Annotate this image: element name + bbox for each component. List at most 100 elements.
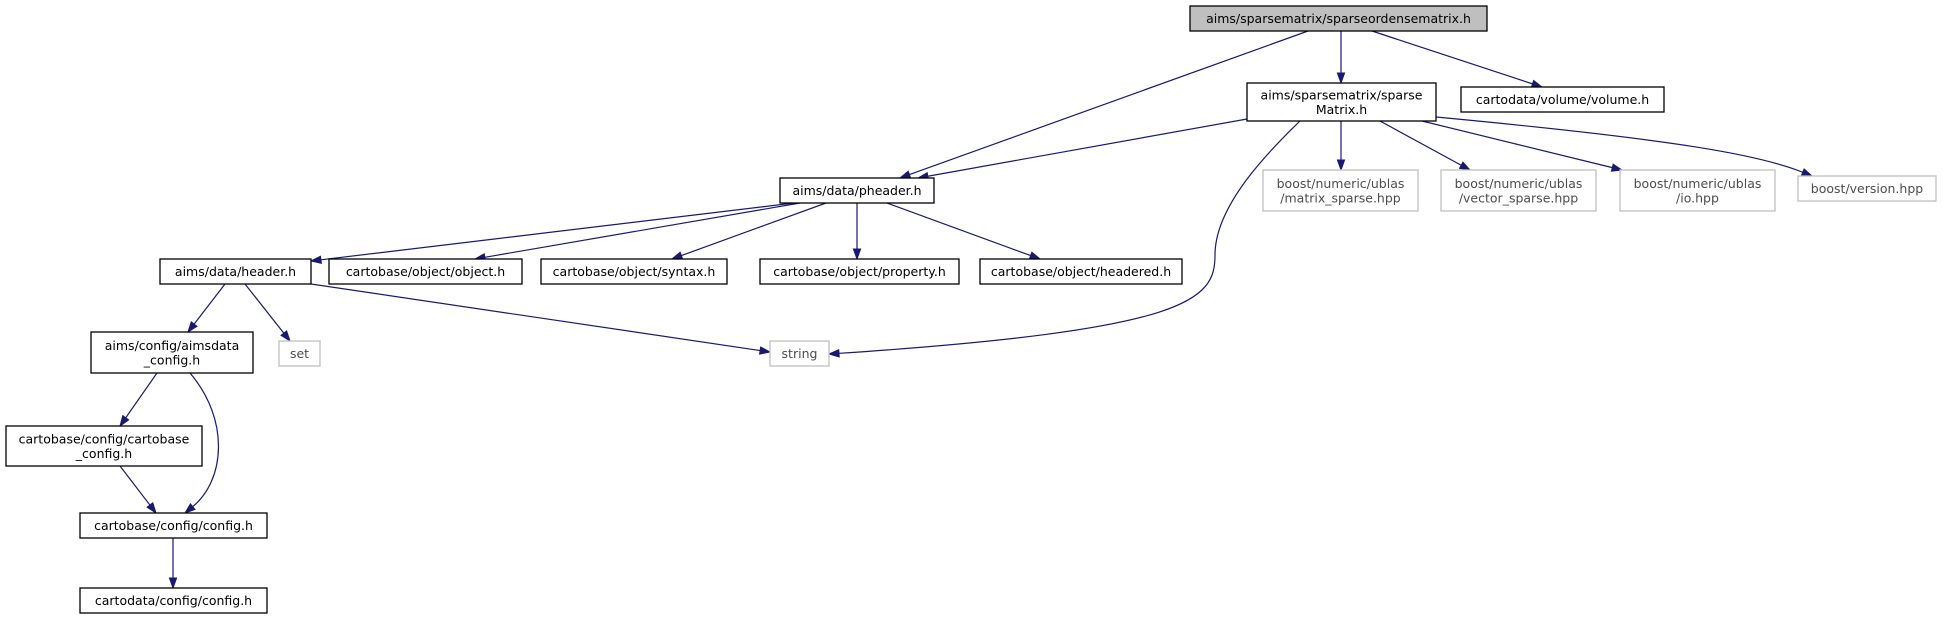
node-box xyxy=(1189,5,1488,32)
node-object[interactable]: cartobase/object/object.h xyxy=(328,258,523,285)
node-version: boost/version.hpp xyxy=(1797,175,1937,202)
node-box xyxy=(779,177,935,204)
edge-line xyxy=(125,372,158,419)
node-box xyxy=(1440,169,1597,212)
node-aimsdata[interactable]: aims/config/aimsdata_config.h xyxy=(90,331,254,374)
node-label: Matrix.h xyxy=(1316,102,1367,117)
node-mxsparse: boost/numeric/ublas/matrix_sparse.hpp xyxy=(1262,169,1419,212)
edge-line xyxy=(838,120,1301,354)
edge-sparse-to-mxsparse xyxy=(1336,121,1346,172)
edge-sparse-to-pheader xyxy=(916,118,1248,181)
node-box xyxy=(759,258,960,285)
edge-header-to-set xyxy=(244,283,291,343)
edge-aimsdata-to-cbconfig xyxy=(119,372,158,428)
edge-line xyxy=(320,202,795,261)
arrow-head-icon xyxy=(1336,159,1346,172)
edge-header-to-string xyxy=(310,283,772,355)
node-volume[interactable]: cartodata/volume/volume.h xyxy=(1460,86,1665,113)
node-config[interactable]: cartobase/config/config.h xyxy=(79,512,268,539)
edge-line xyxy=(310,283,761,352)
node-cdconfig[interactable]: cartodata/config/config.h xyxy=(79,587,268,614)
node-label: set xyxy=(290,346,309,361)
edge-sparse-to-version xyxy=(1435,116,1814,177)
node-label: string xyxy=(782,346,818,361)
node-label: /vector_sparse.hpp xyxy=(1459,190,1578,205)
node-label: aims/sparsematrix/sparseordensematrix.h xyxy=(1206,11,1471,26)
arrow-head-icon xyxy=(187,321,198,334)
edge-root-to-sparse xyxy=(1336,31,1346,85)
edge-line xyxy=(189,372,219,508)
node-cbconfig[interactable]: cartobase/config/cartobase_config.h xyxy=(5,425,203,467)
node-label: cartodata/volume/volume.h xyxy=(1476,92,1649,107)
node-property[interactable]: cartobase/object/property.h xyxy=(759,258,960,285)
node-label: boost/numeric/ublas xyxy=(1277,176,1405,191)
edge-line xyxy=(244,283,285,334)
node-label: /matrix_sparse.hpp xyxy=(1280,190,1400,205)
node-box xyxy=(1246,82,1437,122)
arrow-head-icon xyxy=(670,251,684,260)
node-string: string xyxy=(769,340,830,367)
node-header[interactable]: aims/data/header.h xyxy=(159,258,312,285)
node-label: aims/data/header.h xyxy=(175,264,296,279)
edge-config-to-cdconfig xyxy=(168,538,178,590)
node-box xyxy=(1797,175,1937,202)
edge-line xyxy=(1371,30,1533,85)
node-label: cartobase/object/object.h xyxy=(346,264,505,279)
edge-line xyxy=(484,202,801,258)
edge-line xyxy=(1435,116,1803,173)
node-box xyxy=(979,258,1183,285)
edge-line xyxy=(927,118,1248,177)
edge-header-to-aimsdata xyxy=(187,283,226,334)
edge-line xyxy=(1421,120,1613,169)
edge-line xyxy=(681,202,827,257)
edge-pheader-to-property xyxy=(852,203,862,261)
arrow-head-icon xyxy=(1336,72,1346,85)
node-box xyxy=(540,258,728,285)
node-label: aims/data/pheader.h xyxy=(792,183,921,198)
node-box xyxy=(1619,169,1776,212)
node-label: boost/numeric/ublas xyxy=(1634,176,1762,191)
edge-aimsdata-to-config xyxy=(183,372,219,514)
edge-sparse-to-io xyxy=(1421,120,1624,172)
graph-nodes: aims/sparsematrix/sparseordensematrix.h a… xyxy=(5,5,1937,614)
node-pheader[interactable]: aims/data/pheader.h xyxy=(779,177,935,204)
node-box xyxy=(769,340,830,367)
node-box xyxy=(328,258,523,285)
node-box xyxy=(79,512,268,539)
edge-line xyxy=(909,30,1309,176)
edge-line xyxy=(886,202,1031,257)
edge-pheader-to-object xyxy=(473,202,801,262)
edge-pheader-to-header xyxy=(309,202,795,265)
node-syntax[interactable]: cartobase/object/syntax.h xyxy=(540,258,728,285)
node-root[interactable]: aims/sparsematrix/sparseordensematrix.h xyxy=(1189,5,1488,32)
edge-sparse-to-string xyxy=(827,120,1301,358)
node-box xyxy=(5,425,203,467)
arrow-head-icon xyxy=(1028,251,1042,260)
node-box xyxy=(278,340,321,367)
edge-cbconfig-to-config xyxy=(119,465,157,515)
arrow-head-icon xyxy=(119,414,130,428)
node-box xyxy=(159,258,312,285)
node-label: /io.hpp xyxy=(1676,190,1719,205)
node-io: boost/numeric/ublas/io.hpp xyxy=(1619,169,1776,212)
edge-line xyxy=(119,465,151,506)
arrow-head-icon xyxy=(309,255,322,265)
edge-pheader-to-headered xyxy=(886,202,1042,260)
arrow-head-icon xyxy=(1530,79,1544,88)
arrow-head-icon xyxy=(1800,168,1814,177)
arrow-head-icon xyxy=(898,170,912,179)
arrow-head-icon xyxy=(1458,161,1472,171)
node-label: boost/numeric/ublas xyxy=(1455,176,1583,191)
node-label: cartobase/config/config.h xyxy=(94,518,253,533)
node-box xyxy=(90,331,254,374)
edge-line xyxy=(1379,120,1462,166)
node-label: _config.h xyxy=(75,446,132,461)
node-box xyxy=(1262,169,1419,212)
node-label: aims/config/aimsdata xyxy=(105,338,239,353)
arrow-head-icon xyxy=(827,349,840,358)
node-headered[interactable]: cartobase/object/headered.h xyxy=(979,258,1183,285)
edge-sparse-to-vecsparse xyxy=(1379,120,1472,171)
node-label: _config.h xyxy=(143,352,200,367)
graph-edges xyxy=(119,30,1814,590)
